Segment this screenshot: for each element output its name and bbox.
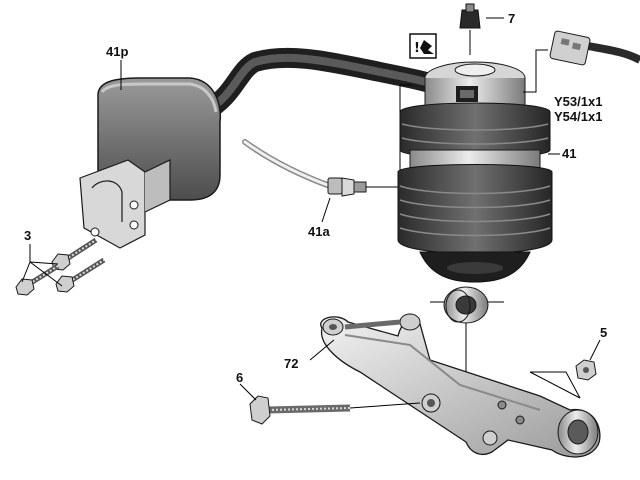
air-line-hose (195, 47, 455, 122)
svg-text:!: ! (414, 41, 420, 56)
attention-note-icon: ! (409, 33, 437, 59)
label-part-41p: 41p (106, 44, 128, 59)
bolt-3-upper (51, 237, 98, 271)
label-connector-y53: Y53/1x1 (554, 94, 602, 109)
label-part-72: 72 (284, 356, 298, 371)
self-locking-nut (529, 359, 597, 399)
electrical-connector (523, 30, 640, 93)
bracket-bolts (15, 237, 106, 296)
lower-bushing (430, 286, 504, 324)
leader-lines (21, 17, 601, 401)
bolt-3-middle (55, 257, 106, 293)
label-part-7: 7 (508, 11, 515, 26)
label-part-6: 6 (236, 370, 243, 385)
part-labels: 7 41p Y53/1x1 Y54/1x1 41 41a 3 5 72 6 (24, 11, 607, 385)
bolt-3-lower (15, 263, 60, 296)
thin-air-pipe (242, 139, 333, 189)
air-spring (397, 61, 553, 283)
label-connector-y54: Y54/1x1 (554, 109, 602, 124)
control-arm-bolt (249, 395, 421, 425)
residual-pressure-valve (459, 3, 481, 55)
label-part-5: 5 (600, 325, 607, 340)
label-part-3: 3 (24, 228, 31, 243)
label-part-41: 41 (562, 146, 576, 161)
label-part-41a: 41a (308, 224, 330, 239)
reservoir-mounting-bracket (79, 159, 171, 249)
lower-control-arm (320, 313, 601, 458)
